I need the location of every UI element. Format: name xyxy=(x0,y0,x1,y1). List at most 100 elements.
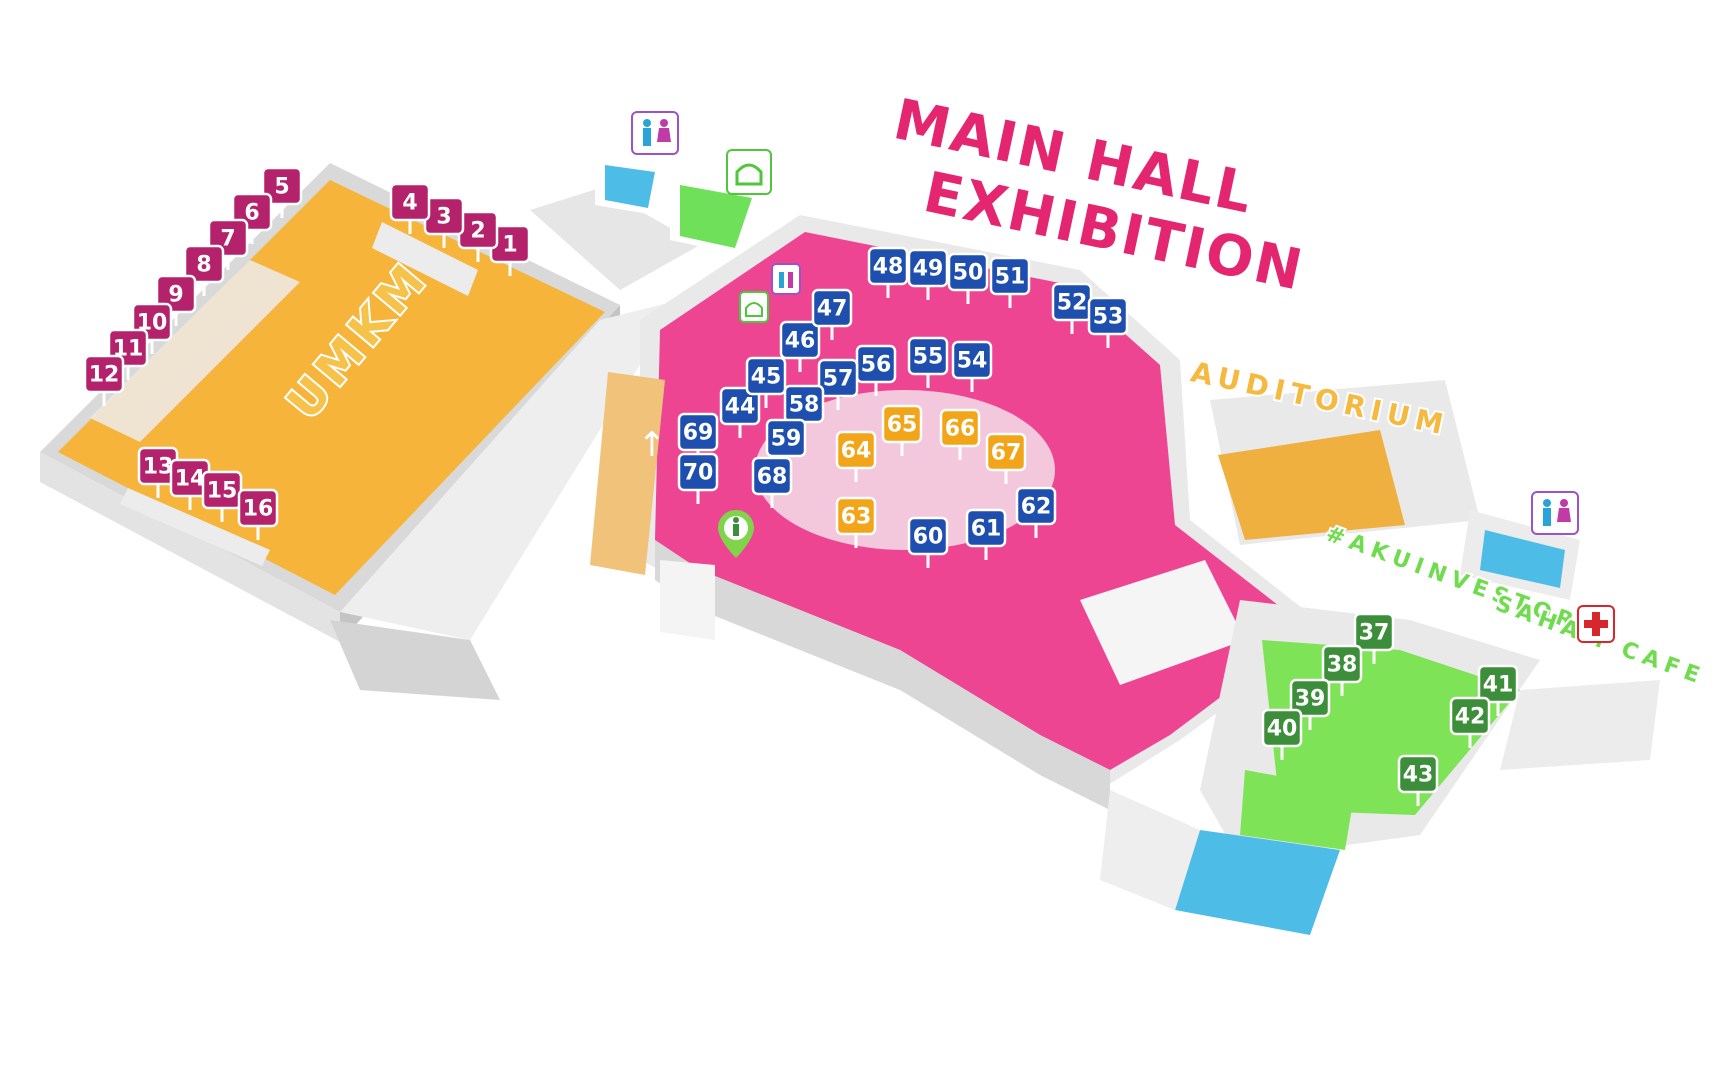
booth-badge-16[interactable]: 16 xyxy=(237,488,279,540)
booth-badge-42[interactable]: 42 xyxy=(1449,696,1491,748)
booth-badge-14[interactable]: 14 xyxy=(169,458,211,510)
booth-badge-pole xyxy=(408,220,412,234)
booth-badge-13[interactable]: 13 xyxy=(137,446,179,498)
booth-badge-12[interactable]: 12 xyxy=(83,354,125,406)
booth-badge-60[interactable]: 60 xyxy=(907,516,949,568)
booth-badge-50[interactable]: 50 xyxy=(947,252,989,304)
booth-badge-4[interactable]: 4 xyxy=(389,182,431,234)
booth-number: 50 xyxy=(953,261,984,286)
mosque-icon xyxy=(739,291,769,323)
booth-badge-pole xyxy=(764,394,768,408)
booth-badge-pole xyxy=(188,496,192,510)
booth-badge-41[interactable]: 41 xyxy=(1477,664,1519,716)
booth-badge-37[interactable]: 37 xyxy=(1353,612,1395,664)
booth-badge-59[interactable]: 59 xyxy=(765,418,807,470)
booth-badge-box xyxy=(907,336,949,376)
booth-badge-45[interactable]: 45 xyxy=(745,356,787,408)
booth-badge-52[interactable]: 52 xyxy=(1051,282,1093,334)
booth-badge-pole xyxy=(874,382,878,396)
booth-badge-box xyxy=(1261,708,1303,748)
booth-number: 46 xyxy=(785,329,816,354)
booth-badge-51[interactable]: 51 xyxy=(989,256,1031,308)
booth-badge-56[interactable]: 56 xyxy=(855,344,897,396)
booth-number: 54 xyxy=(957,349,988,374)
booth-badge-pole xyxy=(150,340,154,354)
booth-number: 39 xyxy=(1295,687,1326,712)
booth-badge-63[interactable]: 63 xyxy=(835,496,877,548)
booth-badge-39[interactable]: 39 xyxy=(1289,678,1331,730)
booth-number: 37 xyxy=(1359,621,1390,646)
booth-badge-pole xyxy=(220,508,224,522)
booth-badge-pole xyxy=(854,534,858,548)
booth-number: 3 xyxy=(436,205,451,230)
booth-badge-box xyxy=(779,320,821,360)
booth-number: 2 xyxy=(470,219,485,244)
booth-badge-57[interactable]: 57 xyxy=(817,358,859,410)
booth-badge-box xyxy=(677,412,719,452)
booth-badge-48[interactable]: 48 xyxy=(867,246,909,298)
booth-badge-box xyxy=(261,166,303,206)
booth-badge-box xyxy=(183,244,225,284)
booth-badge-67[interactable]: 67 xyxy=(985,432,1027,484)
booth-badge-64[interactable]: 64 xyxy=(835,430,877,482)
booth-number: 12 xyxy=(89,363,120,388)
booth-badge-pole xyxy=(836,396,840,410)
booth-badge-pole xyxy=(798,358,802,372)
booth-badge-box xyxy=(765,418,807,458)
booth-badge-43[interactable]: 43 xyxy=(1397,754,1439,806)
booth-badge-69[interactable]: 69 xyxy=(677,412,719,464)
booth-badge-55[interactable]: 55 xyxy=(907,336,949,388)
booth-badge-40[interactable]: 40 xyxy=(1261,708,1303,760)
booth-badge-15[interactable]: 15 xyxy=(201,470,243,522)
booth-badge-pole xyxy=(250,230,254,244)
booth-badge-box xyxy=(985,432,1027,472)
booth-badge-47[interactable]: 47 xyxy=(811,288,853,340)
booth-badge-8[interactable]: 8 xyxy=(183,244,225,296)
booth-badge-44[interactable]: 44 xyxy=(719,386,761,438)
booth-badge-pole xyxy=(476,248,480,262)
booth-badge-pole xyxy=(102,392,106,406)
booth-badge-box xyxy=(1449,696,1491,736)
booth-badge-box xyxy=(1477,664,1519,704)
booth-number: 62 xyxy=(1021,495,1052,520)
booth-number: 59 xyxy=(771,427,802,452)
auditorium-floor xyxy=(1218,430,1405,540)
booth-badge-70[interactable]: 70 xyxy=(677,452,719,504)
info-location-pin-icon[interactable] xyxy=(718,510,754,558)
booth-number: 44 xyxy=(725,395,756,420)
booth-badge-65[interactable]: 65 xyxy=(881,404,923,456)
booth-badge-46[interactable]: 46 xyxy=(779,320,821,372)
up-arrow-icon: ↑ xyxy=(638,425,667,465)
booth-badge-pole xyxy=(770,494,774,508)
booth-badge-pole xyxy=(202,282,206,296)
booth-badge-pole xyxy=(1008,294,1012,308)
booth-badge-pole xyxy=(508,262,512,276)
booth-number: 65 xyxy=(887,413,918,438)
booth-badge-box xyxy=(1015,486,1057,526)
booth-badge-5[interactable]: 5 xyxy=(261,166,303,218)
booth-badge-49[interactable]: 49 xyxy=(907,248,949,300)
booth-badge-box xyxy=(835,496,877,536)
booth-badge-box xyxy=(1321,644,1363,684)
mosque-icon xyxy=(726,149,772,195)
booth-badge-pole xyxy=(442,234,446,248)
booth-badge-1[interactable]: 1 xyxy=(489,224,531,276)
toilet-room-left xyxy=(595,155,665,215)
booth-badge-54[interactable]: 54 xyxy=(951,340,993,392)
booth-badge-pole xyxy=(926,374,930,388)
booth-badge-box xyxy=(83,354,125,394)
booth-badge-38[interactable]: 38 xyxy=(1321,644,1363,696)
booth-number: 51 xyxy=(995,265,1026,290)
booth-badge-pole xyxy=(1496,702,1500,716)
booth-number: 4 xyxy=(402,191,417,216)
booth-badge-68[interactable]: 68 xyxy=(751,456,793,508)
booth-badge-61[interactable]: 61 xyxy=(965,508,1007,560)
booth-number: 68 xyxy=(757,465,788,490)
booth-badge-66[interactable]: 66 xyxy=(939,408,981,460)
booth-badge-53[interactable]: 53 xyxy=(1087,296,1129,348)
booth-number: 8 xyxy=(196,253,211,278)
booth-badge-pole xyxy=(156,484,160,498)
booth-number: 66 xyxy=(945,417,976,442)
booth-badge-62[interactable]: 62 xyxy=(1015,486,1057,538)
